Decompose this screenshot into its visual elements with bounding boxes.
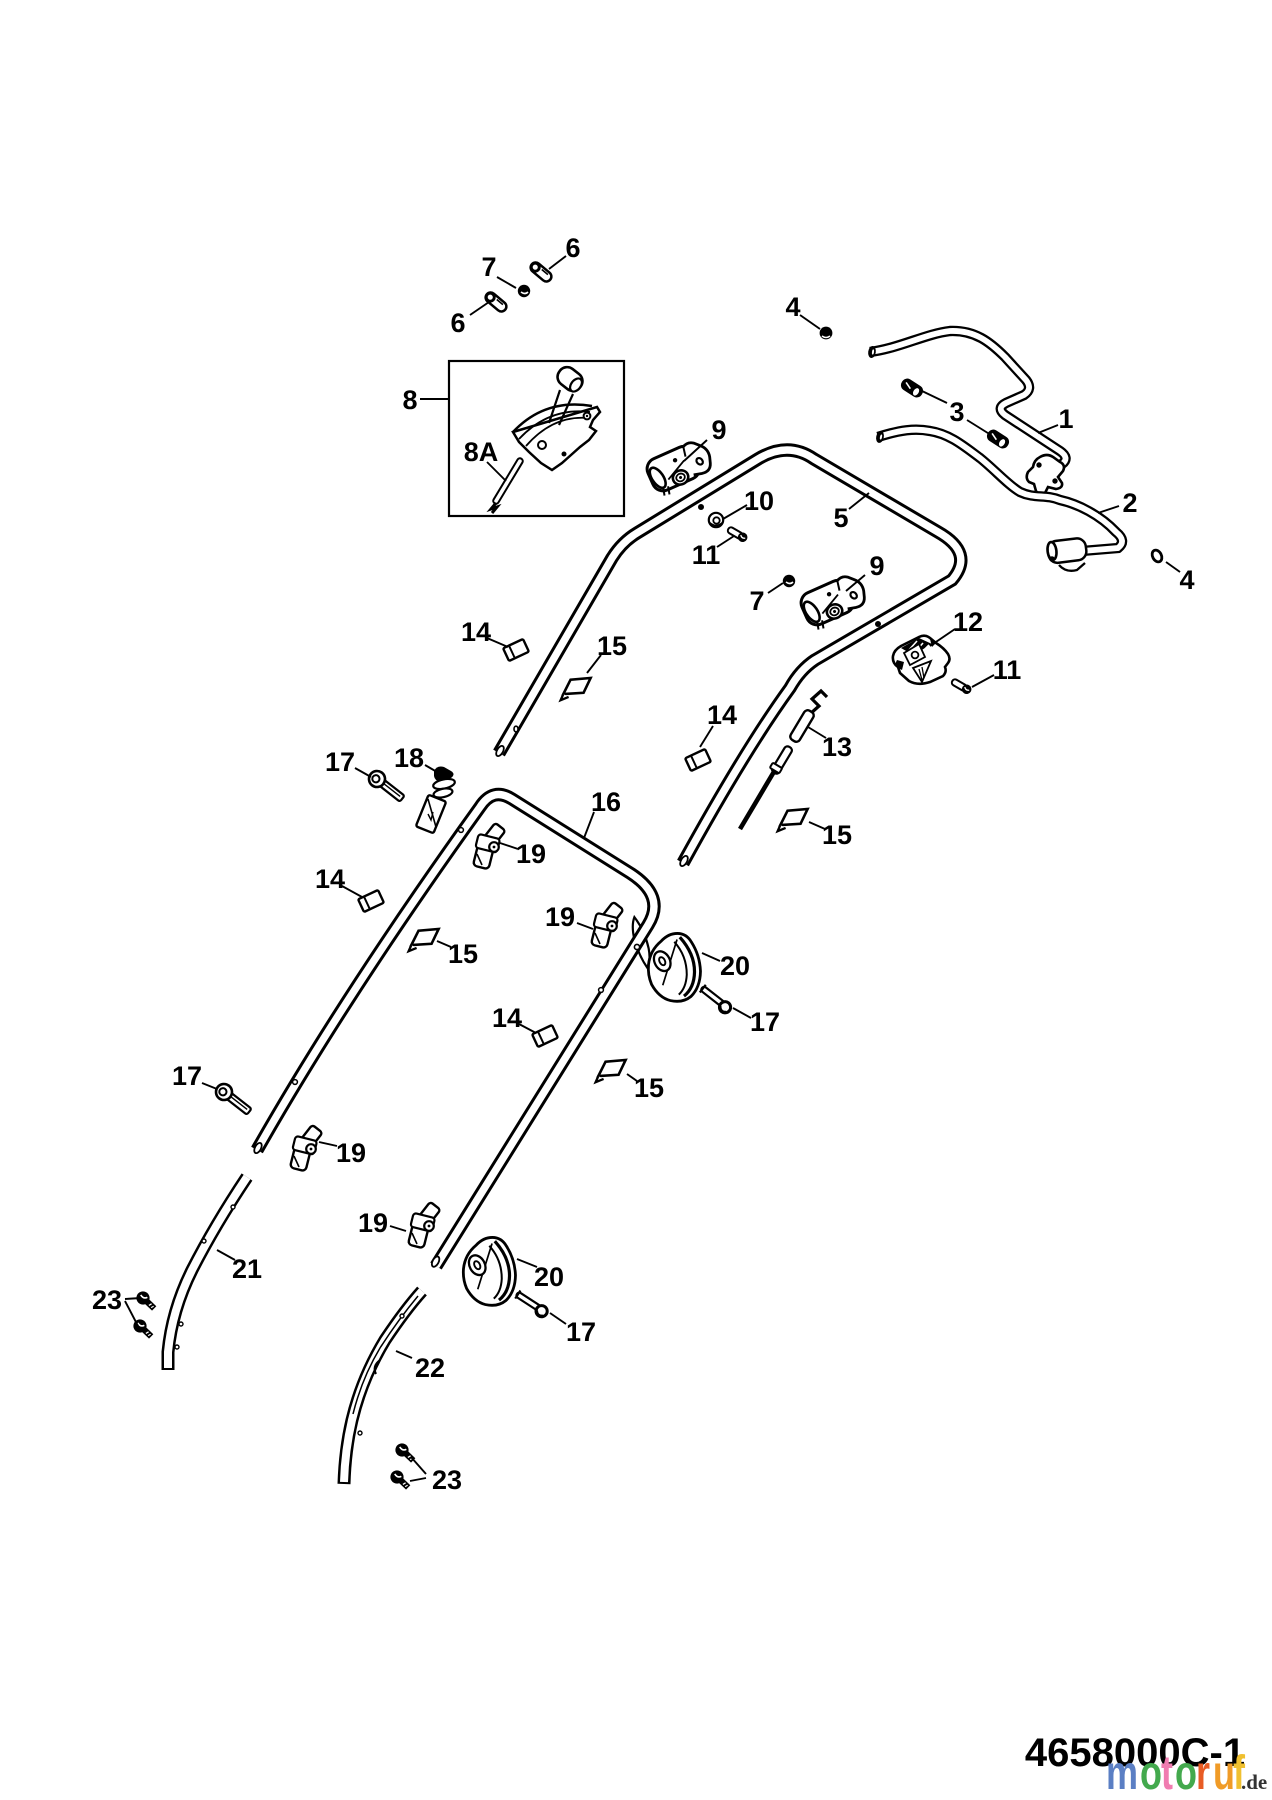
svg-text:14: 14 (461, 617, 491, 647)
svg-text:23: 23 (432, 1465, 462, 1495)
svg-text:o: o (1175, 1746, 1197, 1799)
svg-text:2: 2 (1122, 488, 1137, 518)
svg-text:3: 3 (949, 397, 964, 427)
svg-text:16: 16 (591, 787, 621, 817)
svg-text:13: 13 (822, 732, 852, 762)
svg-text:20: 20 (720, 951, 750, 981)
svg-text:15: 15 (822, 820, 852, 850)
svg-text:14: 14 (492, 1003, 522, 1033)
svg-text:8A: 8A (464, 437, 499, 467)
svg-text:17: 17 (172, 1061, 202, 1091)
svg-text:22: 22 (415, 1353, 445, 1383)
svg-text:12: 12 (953, 607, 983, 637)
svg-text:14: 14 (315, 864, 345, 894)
svg-text:6: 6 (450, 308, 465, 338)
svg-text:19: 19 (358, 1208, 388, 1238)
svg-text:8: 8 (402, 385, 417, 415)
svg-text:7: 7 (481, 252, 496, 282)
svg-text:4: 4 (1179, 565, 1194, 595)
svg-text:19: 19 (516, 839, 546, 869)
svg-text:9: 9 (869, 551, 884, 581)
svg-text:15: 15 (448, 939, 478, 969)
svg-text:11: 11 (692, 540, 721, 570)
svg-text:u: u (1213, 1746, 1235, 1799)
svg-text:14: 14 (707, 700, 737, 730)
svg-text:9: 9 (711, 415, 726, 445)
svg-text:7: 7 (749, 586, 764, 616)
svg-text:21: 21 (232, 1254, 262, 1284)
svg-text:19: 19 (545, 902, 575, 932)
svg-text:f: f (1233, 1746, 1246, 1799)
svg-text:19: 19 (336, 1138, 366, 1168)
svg-text:t: t (1161, 1746, 1173, 1799)
svg-text:18: 18 (394, 743, 424, 773)
svg-text:r: r (1196, 1746, 1210, 1799)
svg-text:4658000C-1: 4658000C-1 (1025, 1731, 1245, 1775)
svg-text:17: 17 (325, 747, 355, 777)
svg-text:m: m (1106, 1746, 1138, 1799)
svg-text:20: 20 (534, 1262, 564, 1292)
svg-text:5: 5 (833, 503, 848, 533)
svg-text:o: o (1140, 1746, 1162, 1799)
svg-text:.de: .de (1241, 1770, 1267, 1794)
svg-text:1: 1 (1058, 404, 1073, 434)
svg-text:17: 17 (566, 1317, 596, 1347)
svg-text:6: 6 (565, 233, 580, 263)
svg-text:4: 4 (785, 292, 800, 322)
svg-text:17: 17 (750, 1007, 780, 1037)
svg-text:23: 23 (92, 1285, 122, 1315)
svg-text:11: 11 (993, 655, 1022, 685)
svg-text:15: 15 (634, 1073, 664, 1103)
svg-text:15: 15 (597, 631, 627, 661)
svg-text:10: 10 (744, 486, 774, 516)
